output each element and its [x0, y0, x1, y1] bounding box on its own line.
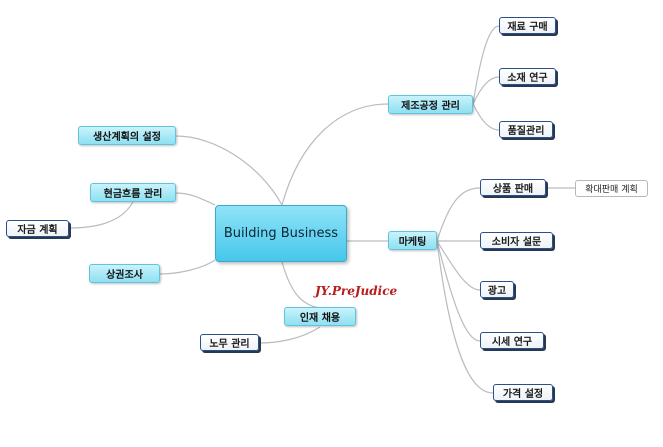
connector-marketing-price-research [436, 240, 481, 342]
connector-center-cashflow [175, 192, 216, 206]
connector-production-quality [472, 103, 500, 131]
subtopic-product-sales[interactable]: 상품 판매 [480, 179, 546, 196]
connector-marketing-sales [436, 187, 481, 242]
subtopic-advertising[interactable]: 광고 [480, 281, 514, 298]
central-topic[interactable]: Building Business [215, 205, 347, 262]
topic-trade-area-survey[interactable]: 상권조사 [89, 264, 160, 283]
connector-marketing-ads [436, 240, 481, 291]
connector-production-research [472, 76, 500, 105]
topic-hiring[interactable]: 인재 채용 [284, 307, 356, 326]
subtopic-labor-management[interactable]: 노무 관리 [200, 334, 259, 351]
connector-center-tradearea [159, 259, 216, 275]
subtopic-consumer-survey[interactable]: 소비자 설문 [480, 232, 553, 249]
connector-center-production [281, 103, 389, 206]
subtopic-expanded-sales-plan[interactable]: 확대판매 계획 [575, 180, 648, 197]
subtopic-material-purchase[interactable]: 재료 구매 [499, 17, 556, 34]
subtopic-quality-control[interactable]: 품질관리 [499, 121, 553, 138]
connector-center-hiring [281, 261, 321, 309]
subtopic-funding-plan[interactable]: 자금 계획 [6, 220, 69, 237]
author-watermark: JY.PreJudice [315, 284, 398, 298]
connector-production-material [472, 25, 500, 105]
connector-cashflow-funding [68, 201, 134, 229]
subtopic-price-research[interactable]: 시세 연구 [480, 332, 544, 349]
topic-production-management[interactable]: 제조공정 관리 [388, 95, 473, 114]
subtopic-pricing[interactable]: 가격 설정 [493, 384, 553, 401]
topic-cashflow-management[interactable]: 현금흐름 관리 [90, 183, 176, 202]
subtopic-material-research[interactable]: 소재 연구 [499, 68, 556, 85]
topic-production-planning[interactable]: 생산계획의 설정 [78, 126, 176, 145]
connector-hiring-labor [258, 326, 321, 344]
connector-center-planning [175, 135, 283, 206]
topic-marketing[interactable]: 마케팅 [388, 231, 437, 250]
connector-marketing-pricing [436, 240, 494, 394]
